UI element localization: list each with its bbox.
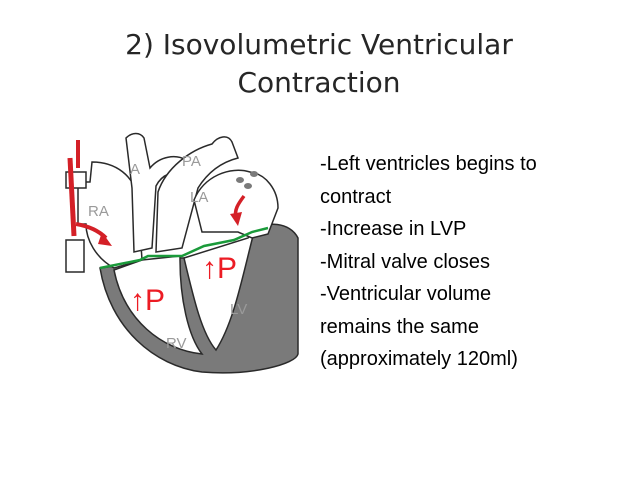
title-line-1: 2) Isovolumetric Ventricular	[125, 28, 513, 61]
blood-flow-arrowhead-ra	[98, 232, 112, 246]
label-a: A	[130, 161, 140, 178]
pulmonary-vein-2	[244, 183, 252, 189]
slide-title: 2) Isovolumetric Ventricular Contraction	[0, 26, 638, 102]
valve-plane-line	[99, 226, 269, 270]
pulmonary-vein-3	[250, 171, 258, 177]
aorta	[125, 132, 187, 253]
right-ventricle-chamber	[113, 255, 204, 355]
blood-flow-arrowhead-la	[230, 212, 242, 226]
bullet-line-1: -Left ventricles begins to	[320, 153, 537, 175]
pressure-label-lv: ↑P	[202, 252, 237, 285]
pressure-label-rv: ↑P	[130, 284, 165, 317]
label-lv: LV	[230, 301, 247, 318]
label-pa: PA	[182, 153, 201, 170]
bullet-line-3: -Increase in LVP	[320, 218, 467, 240]
label-ra: RA	[88, 203, 109, 220]
bullet-line-4: -Mitral valve closes	[320, 250, 491, 273]
label-rv: RV	[166, 335, 187, 352]
left-ventricle-chamber	[183, 229, 256, 352]
vena-cava	[65, 171, 87, 273]
pulmonary-artery	[155, 136, 239, 253]
blood-flow-arrow-ra	[67, 157, 77, 237]
bullet-line-7: (approximately 120ml)	[320, 348, 518, 370]
heart-diagram: A PA RA LA LV RV ↑P ↑P	[65, 132, 299, 374]
bullet-text: -Left ventricles begins to contract -Inc…	[320, 148, 537, 376]
pulmonary-vein-1	[236, 177, 244, 183]
bullet-line-2: contract	[320, 185, 392, 208]
bullet-line-5: -Ventricular volume	[320, 283, 492, 305]
label-la: LA	[190, 189, 208, 206]
bullet-line-6: remains the same	[320, 315, 479, 338]
title-line-2: Contraction	[237, 66, 401, 99]
